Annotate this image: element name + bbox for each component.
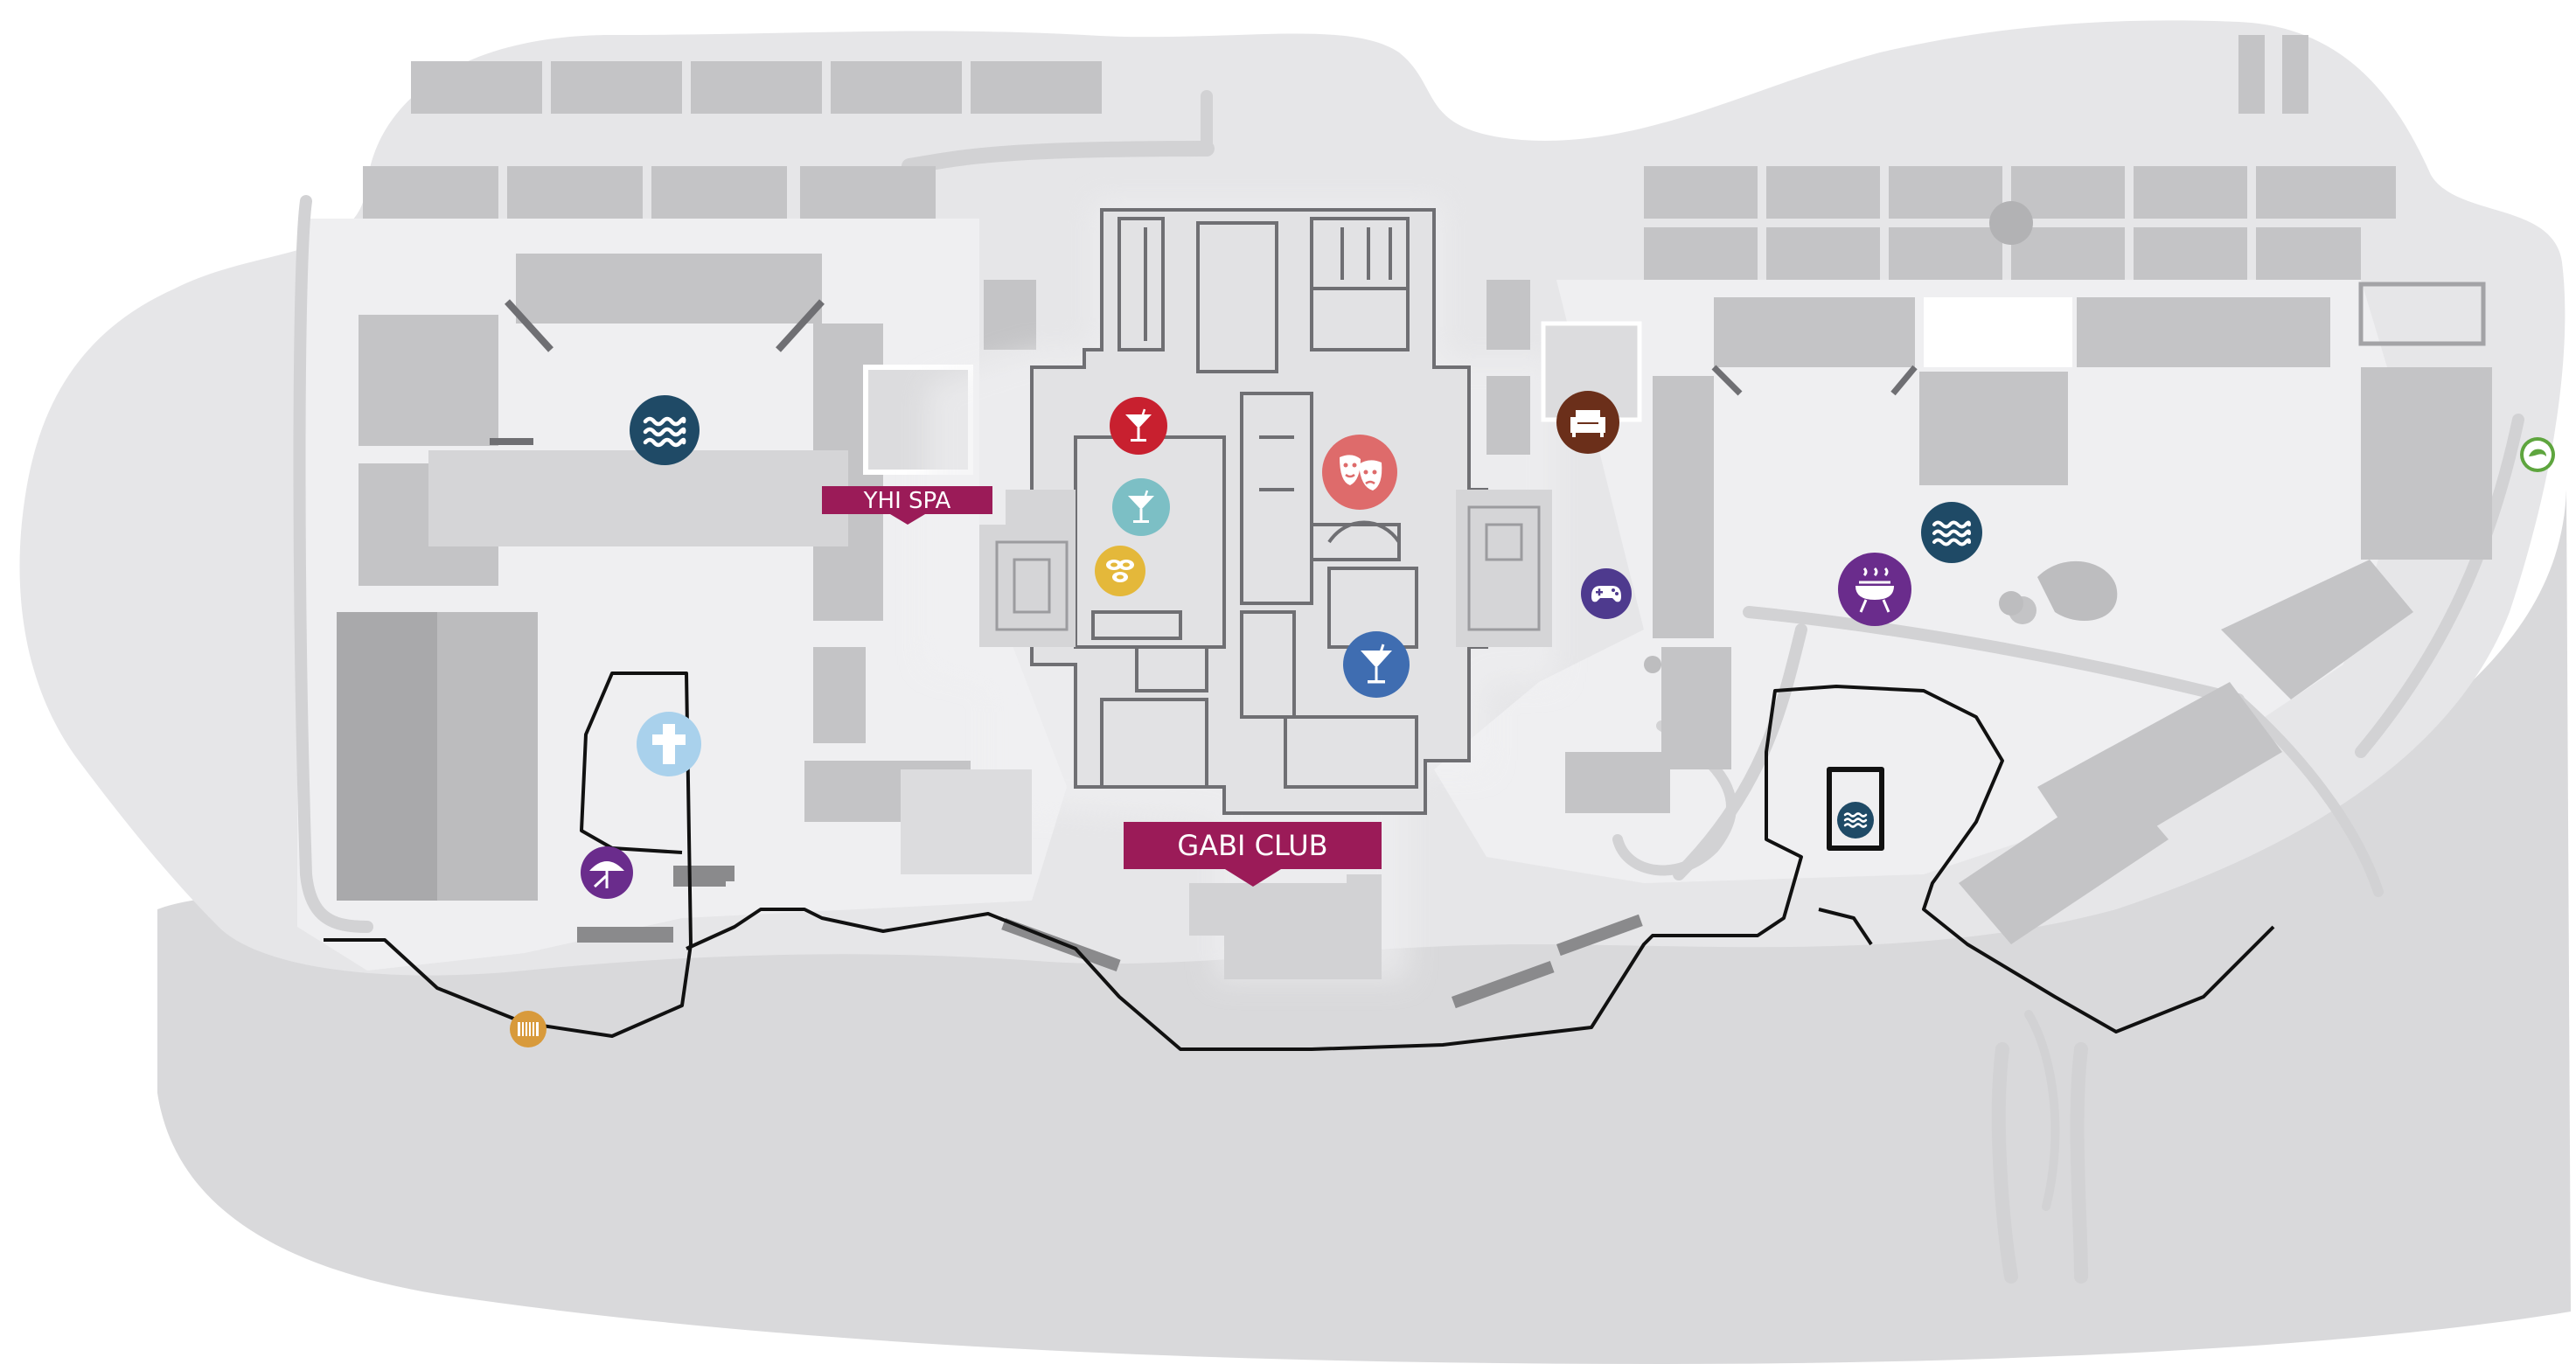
chapel-marker[interactable] bbox=[635, 710, 703, 778]
bar-teal-marker[interactable] bbox=[1110, 477, 1172, 538]
umbrella-icon bbox=[581, 846, 633, 899]
sushi-icon bbox=[1095, 546, 1145, 596]
pool-square-marker[interactable] bbox=[1835, 800, 1876, 840]
gamepad-icon bbox=[1581, 568, 1632, 619]
games-marker[interactable] bbox=[1579, 567, 1633, 621]
east-central-buildings bbox=[1456, 280, 1731, 813]
beach-umbrella-marker[interactable] bbox=[579, 845, 635, 901]
cocktail-icon bbox=[1343, 631, 1410, 698]
pool-waves-icon bbox=[1921, 502, 1982, 563]
yhi-spa-text: YHI SPA bbox=[863, 488, 951, 514]
property-boundary bbox=[324, 672, 2275, 1051]
bench-icon bbox=[510, 1011, 547, 1047]
row-buildings-north-east bbox=[1644, 35, 2396, 280]
misc-details bbox=[1644, 560, 2118, 673]
pool-waves-icon bbox=[630, 395, 700, 465]
ring-marker-icon bbox=[2520, 437, 2555, 472]
pool-west-marker[interactable] bbox=[628, 393, 701, 467]
cocktail-icon bbox=[1110, 397, 1167, 455]
gabi-club-banner bbox=[1124, 822, 1382, 887]
central-complex bbox=[927, 201, 1556, 979]
pool-waves-icon bbox=[1837, 802, 1874, 839]
yhi-spa-label[interactable]: YHI SPA bbox=[822, 486, 992, 525]
cocktail-icon bbox=[1112, 478, 1170, 536]
sofa-icon bbox=[1556, 391, 1619, 454]
lounge-marker[interactable] bbox=[1555, 389, 1621, 456]
cross-icon bbox=[637, 712, 701, 776]
grill-icon bbox=[1838, 553, 1911, 626]
gabi-club-label[interactable]: GABI CLUB bbox=[1124, 822, 1382, 887]
theater-marker[interactable] bbox=[1320, 433, 1399, 512]
bar-red-marker[interactable] bbox=[1108, 395, 1169, 456]
gabi-club-text: GABI CLUB bbox=[1177, 829, 1328, 862]
bbq-marker[interactable] bbox=[1836, 551, 1913, 628]
sushi-marker[interactable] bbox=[1093, 544, 1147, 598]
theater-masks-icon bbox=[1322, 435, 1397, 510]
pool-east-marker[interactable] bbox=[1919, 500, 1984, 565]
spa-complex bbox=[901, 490, 1076, 874]
east-lodge-walls bbox=[1711, 365, 1918, 396]
bar-blue-marker[interactable] bbox=[1341, 630, 1411, 699]
green-marker[interactable] bbox=[2518, 435, 2557, 474]
east-lodge bbox=[1714, 282, 2492, 944]
row-buildings-north-west bbox=[363, 61, 1102, 219]
beach-bench-marker[interactable] bbox=[508, 1009, 548, 1049]
west-lodge-walls bbox=[490, 299, 825, 445]
sea-area bbox=[157, 490, 2571, 1364]
yhi-spa-banner bbox=[822, 486, 992, 525]
